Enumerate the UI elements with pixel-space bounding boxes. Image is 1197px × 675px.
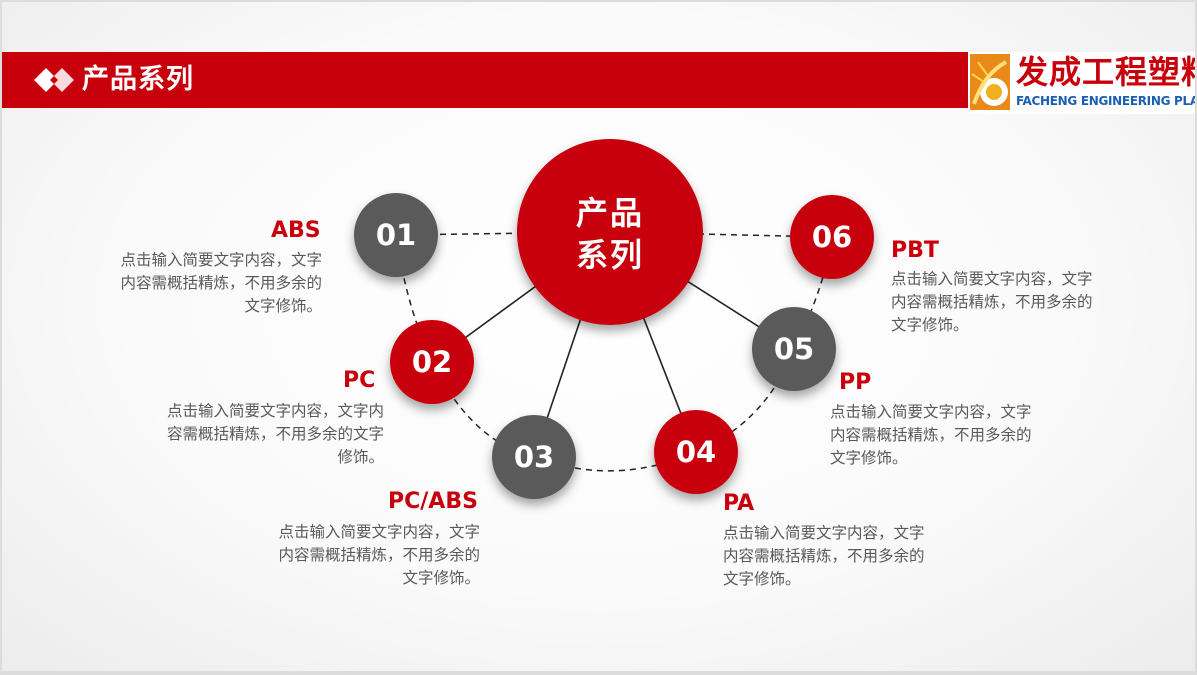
item-04-desc: 点击输入简要文字内容，文字内容需概括精炼，不用多余的文字修饰。 bbox=[723, 524, 925, 588]
node-circle-02 bbox=[390, 320, 474, 404]
item-02-desc: 点击输入简要文字内容，文字内容需概括精炼，不用多余的文字修饰。 bbox=[166, 402, 384, 466]
item-05-title: PP bbox=[839, 370, 872, 395]
node-05-number: 05 bbox=[773, 332, 815, 366]
node-circle-05 bbox=[752, 307, 836, 391]
item-06-title: PBT bbox=[891, 238, 939, 263]
center-title-line2: 系列 bbox=[575, 236, 644, 274]
node-circle-04 bbox=[654, 410, 738, 494]
item-05-desc: 点击输入简要文字内容，文字内容需概括精炼，不用多余的文字修饰。 bbox=[830, 403, 1032, 467]
center-title: 产品 系列 bbox=[552, 192, 668, 276]
node-03-number: 03 bbox=[513, 440, 555, 474]
diamond-logo-icon bbox=[34, 68, 74, 92]
node-circle-06 bbox=[790, 195, 874, 279]
company-logo: 发成工程塑料 FACHENG ENGINEERING PLASTIC bbox=[968, 52, 1195, 114]
center-title-line1: 产品 bbox=[575, 194, 644, 232]
item-01-desc: 点击输入简要文字内容，文字内容需概括精炼，不用多余的文字修饰。 bbox=[120, 251, 322, 315]
item-04-title: PA bbox=[723, 491, 755, 516]
node-circle-03 bbox=[492, 415, 576, 499]
item-02-title: PC bbox=[343, 368, 376, 393]
page-title: 产品系列 bbox=[82, 64, 194, 95]
item-03-title: PC/ABS bbox=[388, 489, 478, 514]
item-06-desc: 点击输入简要文字内容，文字内容需概括精炼，不用多余的文字修饰。 bbox=[891, 270, 1093, 334]
logo-name-en: FACHENG ENGINEERING PLASTIC bbox=[1016, 94, 1195, 108]
node-01-number: 01 bbox=[375, 218, 417, 252]
node-04-number: 04 bbox=[675, 435, 717, 469]
node-circle-01 bbox=[354, 193, 438, 277]
sun-logo-icon bbox=[970, 54, 1010, 110]
node-02-number: 02 bbox=[411, 345, 453, 379]
item-01-title: ABS bbox=[271, 218, 321, 243]
item-03-desc: 点击输入简要文字内容，文字内容需概括精炼，不用多余的文字修饰。 bbox=[278, 523, 480, 587]
center-circle bbox=[517, 139, 703, 325]
node-06-number: 06 bbox=[811, 220, 853, 254]
logo-name-cn: 发成工程塑料 bbox=[1016, 53, 1195, 91]
